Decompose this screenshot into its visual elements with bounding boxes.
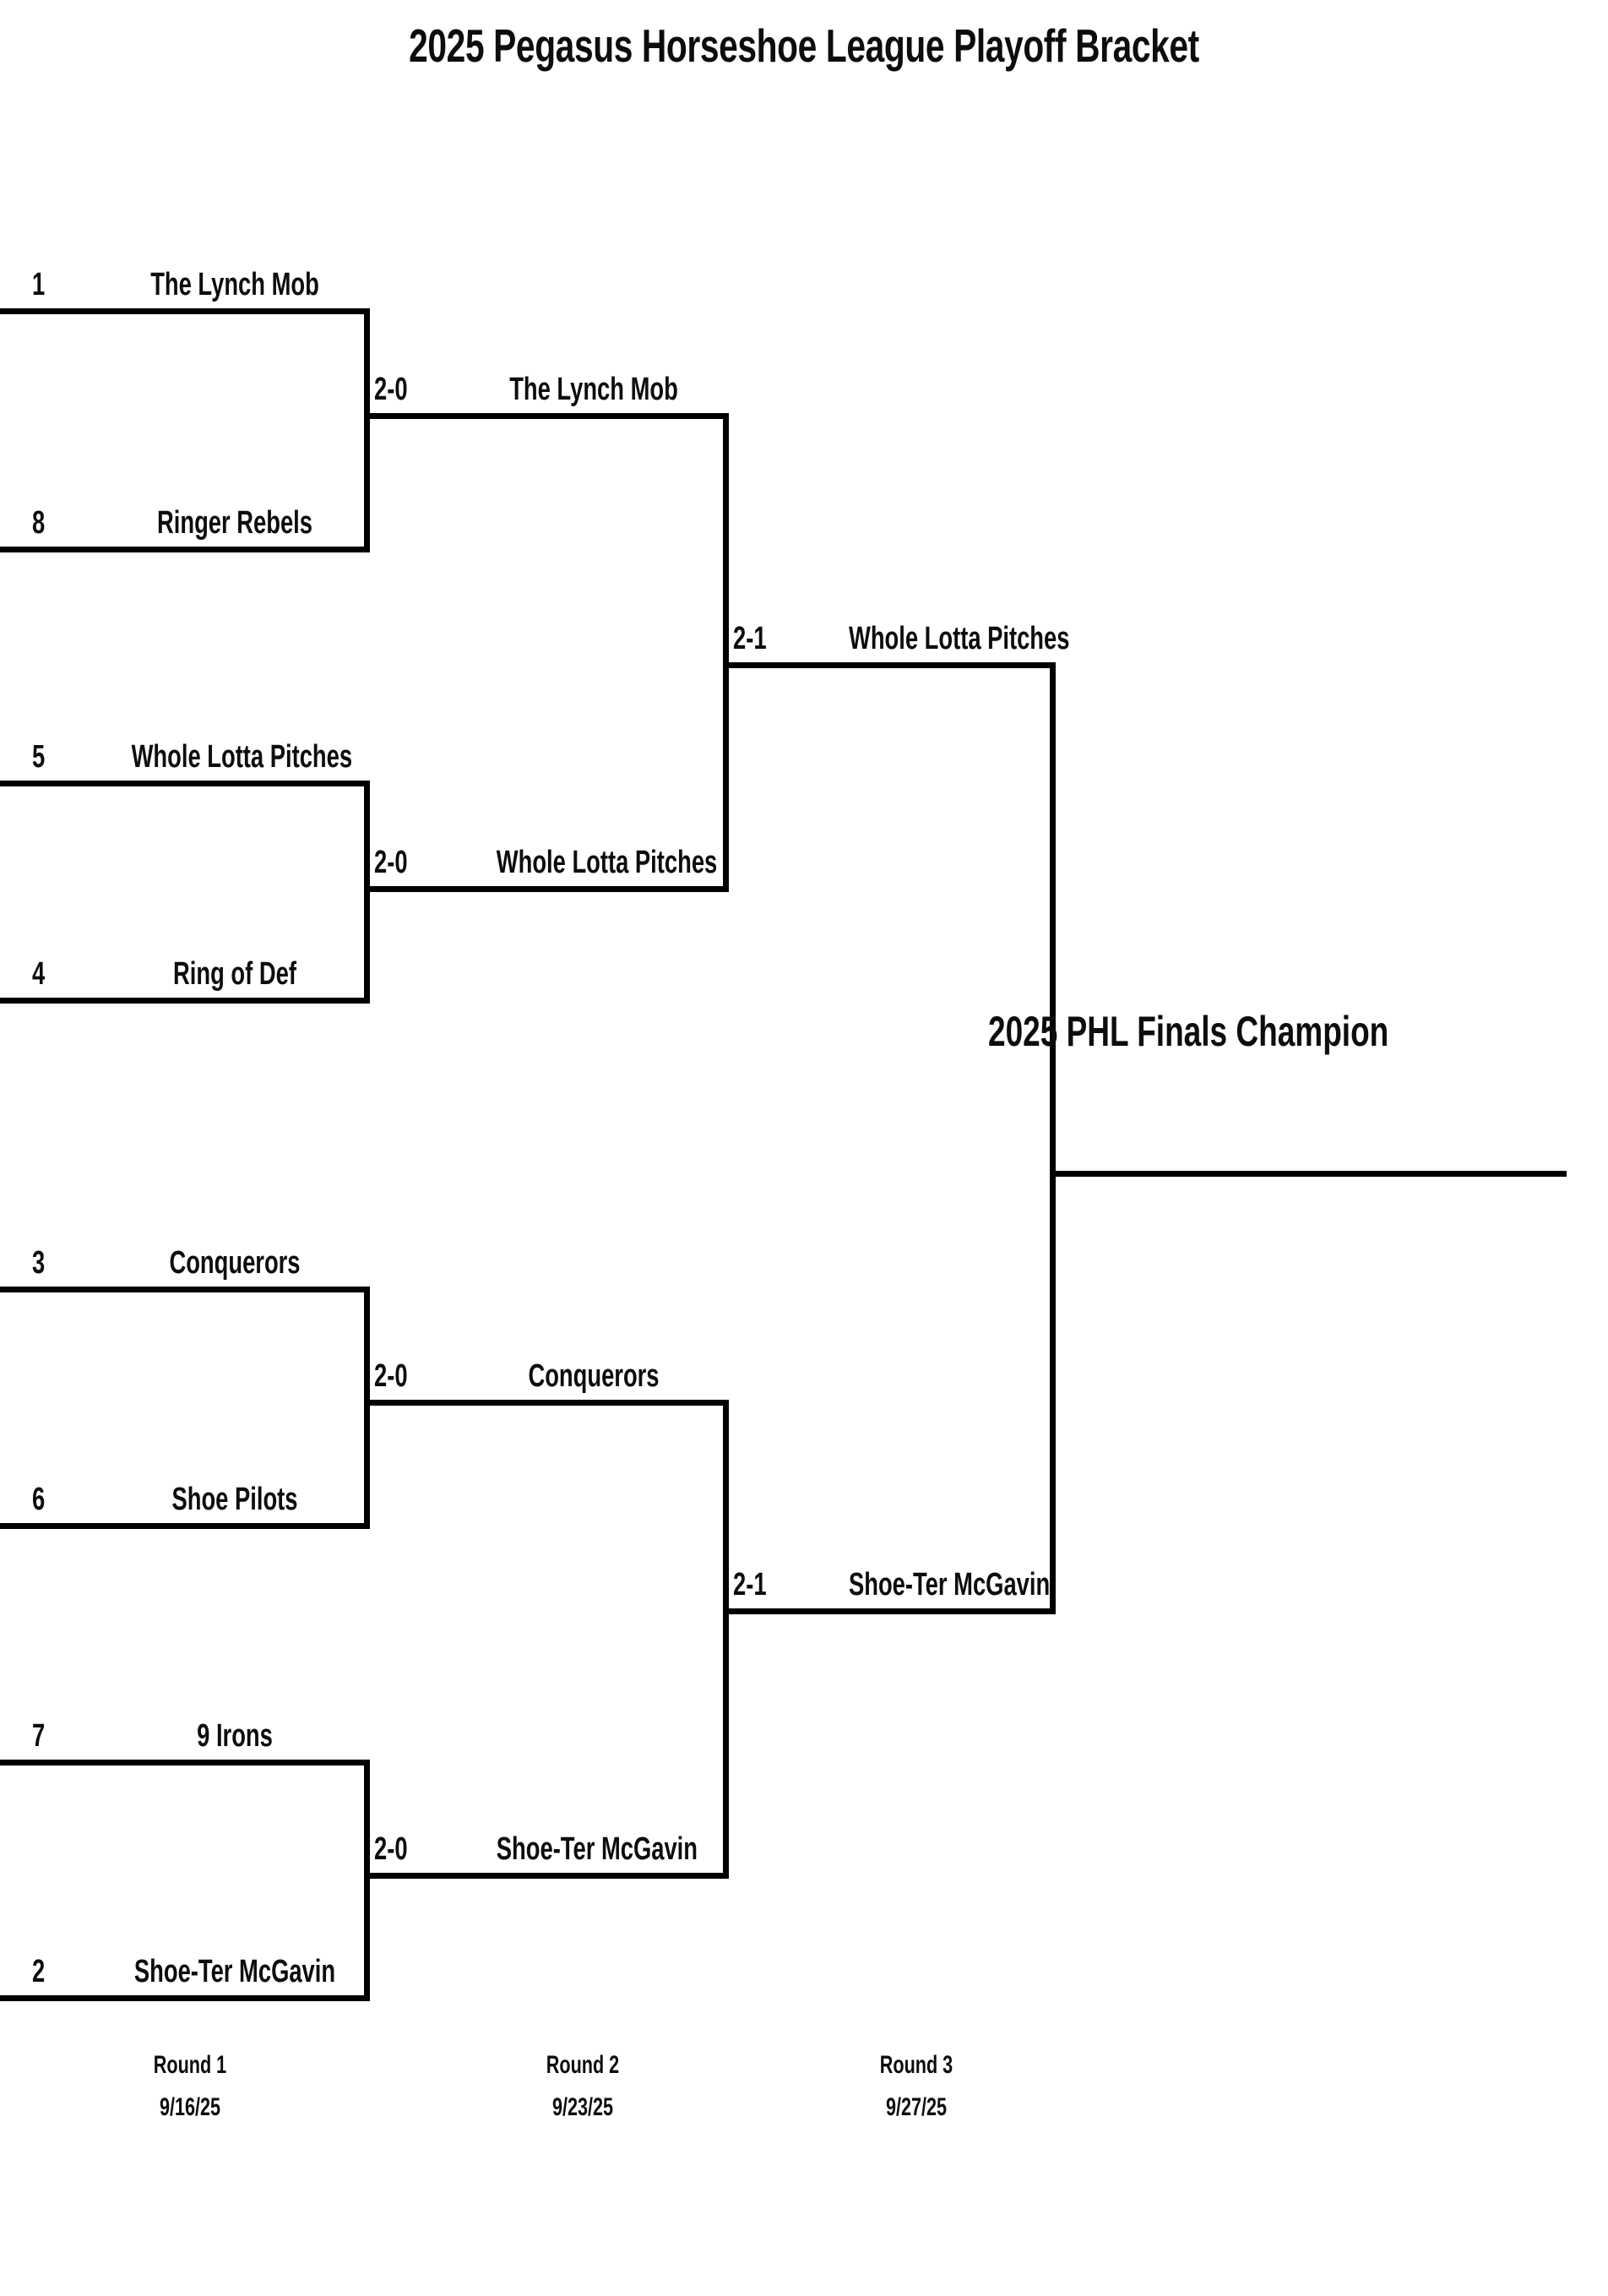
- round-footer-date: 9/23/25: [551, 2093, 614, 2121]
- round1-connector-3: [364, 1287, 370, 1529]
- round1-line-7: [0, 1760, 370, 1766]
- team-name: Ring of Def: [173, 956, 296, 992]
- seed-number: 4: [32, 956, 46, 992]
- round3-slot-1[interactable]: 2-1 Whole Lotta Pitches: [733, 621, 1070, 660]
- round3-connector-final: [1050, 662, 1056, 1614]
- round1-slot-8[interactable]: 2 Shoe-Ter McGavin: [32, 1954, 367, 1993]
- match-score: 2-1: [733, 621, 767, 656]
- team-name: Shoe-Ter McGavin: [849, 1567, 1051, 1602]
- round1-slot-6[interactable]: 6 Shoe Pilots: [32, 1482, 367, 1521]
- round1-slot-3[interactable]: 5 Whole Lotta Pitches: [32, 739, 367, 778]
- team-name: Whole Lotta Pitches: [131, 739, 353, 775]
- round-footer-date: 9/16/25: [159, 2093, 221, 2121]
- round-footer-3: Round 3 9/27/25: [790, 2053, 1043, 2120]
- round2-line-2: [364, 886, 729, 892]
- seed-number: 8: [32, 505, 46, 541]
- round3-line-2: [723, 1608, 1056, 1614]
- champion-line: [1050, 1171, 1567, 1177]
- champion-label: 2025 PHL Finals Champion: [988, 1008, 1389, 1055]
- team-name: The Lynch Mob: [150, 267, 319, 302]
- round1-line-3: [0, 781, 370, 786]
- round2-slot-3[interactable]: 2-0 Conquerors: [374, 1358, 725, 1397]
- team-name: Shoe-Ter McGavin: [496, 1831, 698, 1867]
- round-footer-name: Round 3: [879, 2051, 953, 2079]
- round2-slot-4[interactable]: 2-0 Shoe-Ter McGavin: [374, 1831, 725, 1870]
- seed-number: 3: [32, 1245, 46, 1281]
- round1-connector-1: [364, 308, 370, 552]
- round1-connector-2: [364, 781, 370, 1004]
- round2-connector-2: [723, 1400, 729, 1879]
- seed-number: 7: [32, 1718, 46, 1754]
- round1-connector-4: [364, 1760, 370, 2001]
- round2-connector-1: [723, 413, 729, 892]
- round2-slot-1[interactable]: 2-0 The Lynch Mob: [374, 372, 725, 411]
- round-footer-name: Round 1: [153, 2051, 227, 2079]
- team-name: Shoe-Ter McGavin: [133, 1954, 336, 1989]
- round2-line-1: [364, 413, 729, 419]
- team-name: Whole Lotta Pitches: [849, 621, 1070, 656]
- round-footer-1: Round 1 9/16/25: [63, 2053, 317, 2120]
- team-name: Conquerors: [528, 1358, 660, 1394]
- match-score: 2-0: [374, 1358, 408, 1394]
- seed-number: 1: [32, 267, 46, 302]
- match-score: 2-0: [374, 1831, 408, 1867]
- round1-slot-4[interactable]: 4 Ring of Def: [32, 956, 367, 995]
- match-score: 2-0: [374, 845, 408, 880]
- round1-slot-7[interactable]: 7 9 Irons: [32, 1718, 367, 1757]
- round1-line-8: [0, 1995, 370, 2001]
- seed-number: 6: [32, 1482, 46, 1517]
- round1-line-1: [0, 308, 370, 314]
- round2-line-3: [364, 1400, 729, 1406]
- team-name: Shoe Pilots: [171, 1482, 298, 1517]
- round-footer-name: Round 2: [546, 2051, 620, 2079]
- round1-line-6: [0, 1523, 370, 1529]
- round3-line-1: [723, 662, 1056, 668]
- seed-number: 2: [32, 1954, 46, 1989]
- match-score: 2-1: [733, 1567, 767, 1602]
- round3-slot-2[interactable]: 2-1 Shoe-Ter McGavin: [733, 1567, 1054, 1606]
- seed-number: 5: [32, 739, 46, 775]
- round1-slot-1[interactable]: 1 The Lynch Mob: [32, 267, 367, 306]
- team-name: Ringer Rebels: [157, 505, 312, 541]
- team-name: Whole Lotta Pitches: [496, 845, 718, 880]
- page-title: 2025 Pegasus Horseshoe League Playoff Br…: [409, 19, 1199, 72]
- team-name: Conquerors: [169, 1245, 301, 1281]
- round-footer-date: 9/27/25: [885, 2093, 948, 2121]
- team-name: The Lynch Mob: [509, 372, 678, 407]
- round1-slot-2[interactable]: 8 Ringer Rebels: [32, 505, 367, 544]
- round1-line-5: [0, 1287, 370, 1292]
- match-score: 2-0: [374, 372, 408, 407]
- team-name: 9 Irons: [197, 1718, 273, 1754]
- round2-line-4: [364, 1873, 729, 1879]
- round2-slot-2[interactable]: 2-0 Whole Lotta Pitches: [374, 845, 725, 884]
- round-footer-2: Round 2 9/23/25: [456, 2053, 709, 2120]
- round1-line-4: [0, 998, 370, 1004]
- round1-slot-5[interactable]: 3 Conquerors: [32, 1245, 367, 1284]
- round1-line-2: [0, 547, 370, 552]
